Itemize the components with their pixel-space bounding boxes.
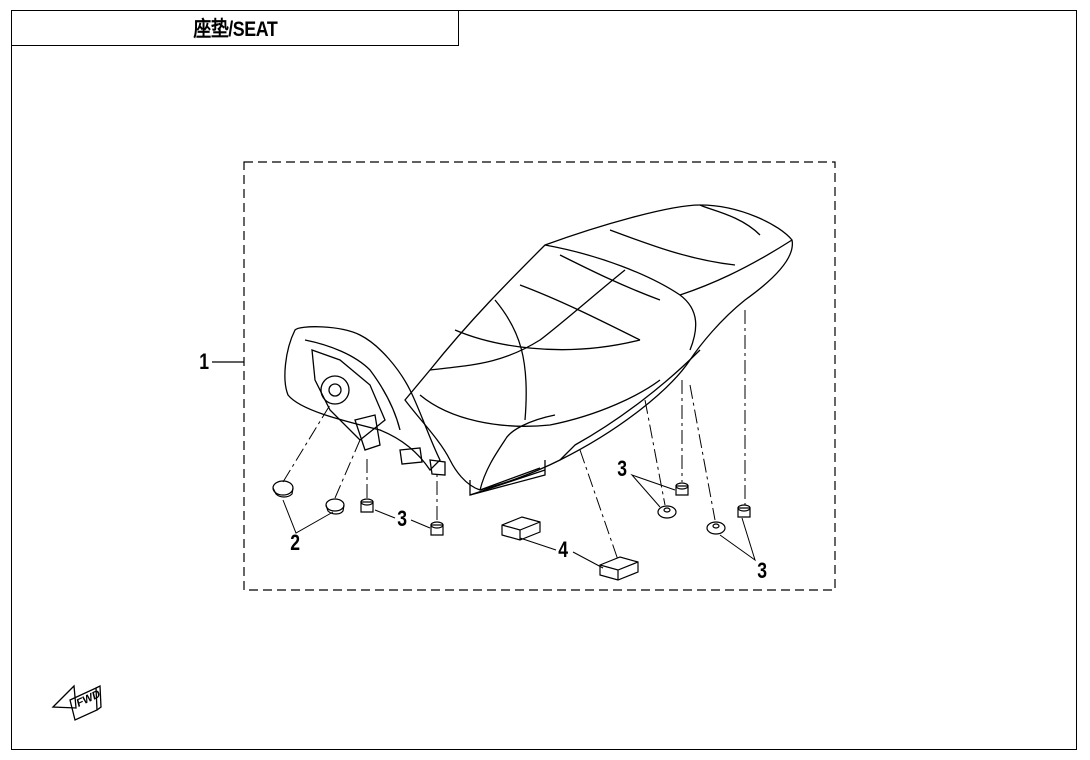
callout-3: 3 [397, 506, 408, 531]
part-4-pads [501, 516, 639, 581]
callout-1: 1 [199, 349, 210, 374]
callout-3: 3 [757, 558, 768, 583]
title-box: 座垫/SEAT [11, 10, 459, 46]
callout-4: 4 [558, 537, 569, 562]
seat-assembly [284, 204, 794, 496]
callout-leaders [282, 473, 756, 569]
drawing-frame [11, 10, 1077, 750]
fwd-arrow-icon [51, 684, 102, 721]
callout-2: 2 [290, 530, 301, 555]
alignment-lines [282, 310, 746, 561]
callout-3: 3 [617, 456, 628, 481]
page-title: 座垫/SEAT [193, 18, 277, 41]
part-2-bumpers [272, 480, 345, 515]
assembly-dashed-box [243, 161, 836, 591]
part-3-cushions [360, 482, 751, 536]
